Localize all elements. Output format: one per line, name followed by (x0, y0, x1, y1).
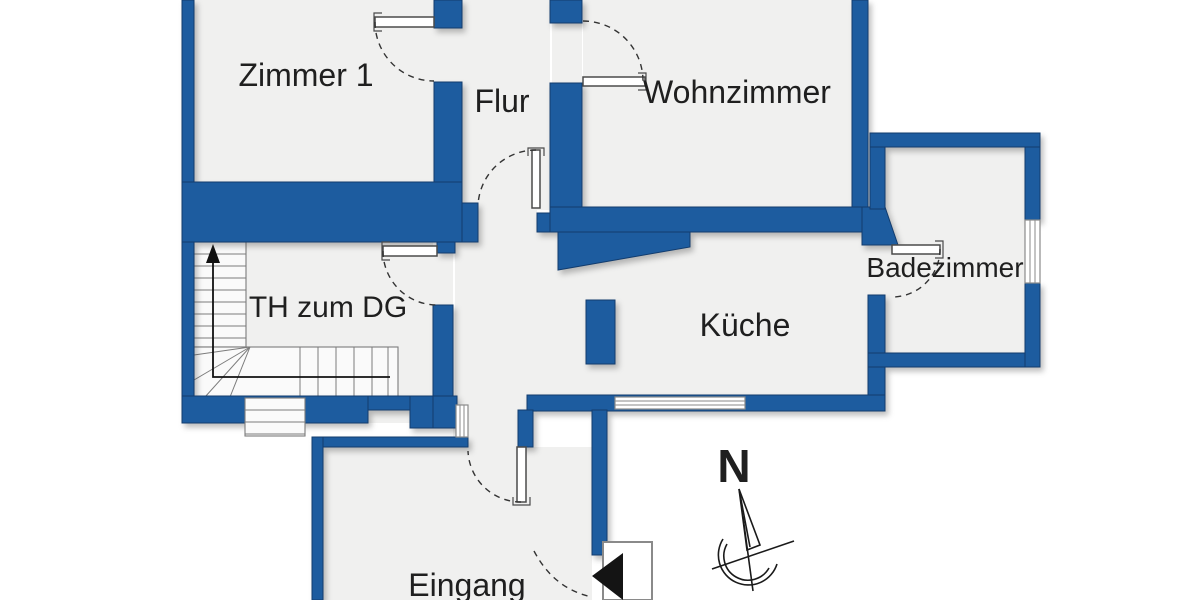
wall-bad-right-upper (1024, 146, 1041, 221)
floor-doorway-treppenhaus (433, 253, 453, 305)
wall-door-hinge-block (517, 409, 534, 448)
room-label-kueche: Küche (700, 307, 791, 343)
wall-eingang-right (591, 409, 608, 556)
entrance-arrow-icon (592, 553, 623, 600)
north-compass: N (711, 440, 795, 592)
wall-flur-wohnzimmer-stub (549, 0, 583, 24)
room-label-flur: Flur (474, 83, 529, 119)
door-swing-arcs (374, 20, 941, 598)
door-swing-eingang (467, 450, 522, 503)
window-kueche (614, 396, 746, 410)
door-leaf-zimmer1 (374, 16, 435, 28)
stair-sub-landing (244, 397, 306, 437)
room-label-badezimmer: Badezimmer (866, 252, 1023, 283)
windows (455, 219, 1041, 438)
wall-block-a (409, 395, 434, 429)
room-label-wohnzimmer: Wohnzimmer (643, 74, 831, 110)
wall-corridor-jamb (461, 202, 479, 243)
compass-outer-arc (717, 538, 778, 586)
wall-block-b (432, 395, 458, 429)
door-leaves (373, 12, 944, 506)
floor-doorway-wohnzimmer (552, 23, 582, 83)
wall-outer-left-upper (181, 0, 195, 183)
wall-band-zimmer1-th (181, 181, 463, 243)
door-leaf-wohnzimmer (582, 76, 646, 87)
stair-walk-line (212, 258, 390, 378)
door-swing-wohnzimmer (582, 20, 644, 82)
wall-outer-left-lower (181, 241, 195, 397)
wall-kueche-band-step (536, 212, 551, 233)
wall-bad-top (869, 132, 1041, 148)
room-label-eingang: Eingang (408, 567, 525, 600)
floor-doorway-zimmer1 (434, 28, 462, 82)
wall-bad-right-lower (1024, 282, 1041, 368)
door-swing-zimmer1 (374, 21, 435, 82)
floor-niche (368, 410, 410, 423)
wall-zimmer1-flur (433, 81, 463, 183)
wall-th-right (432, 304, 454, 397)
wall-kueche-top-band (549, 206, 871, 233)
door-swing-flur (477, 149, 537, 206)
wall-step-th-door (436, 241, 456, 254)
floor-zimmer1 (194, 0, 434, 182)
wall-kueche-wedge (557, 231, 691, 271)
staircase (193, 241, 399, 398)
wall-eingang-left (311, 436, 324, 600)
stair-winder-run (193, 346, 399, 398)
wall-eingang-top (311, 436, 469, 448)
window-badezimmer (1024, 219, 1041, 284)
room-label-zimmer1: Zimmer 1 (238, 57, 373, 93)
wall-bad-left-lower (867, 294, 886, 399)
wall-wohnzimmer-right (851, 0, 869, 208)
compass-north-label: N (717, 440, 750, 492)
wall-kueche-stub (585, 299, 616, 365)
stair-flight (193, 241, 247, 348)
door-leaf-treppenhaus (382, 245, 438, 257)
compass-inner-arc (723, 543, 770, 581)
wall-niche-top (367, 395, 411, 411)
wall-flur-wohnzimmer (549, 82, 583, 211)
door-leaf-flur (531, 149, 541, 209)
room-label-treppenhaus: TH zum DG (249, 291, 407, 324)
wall-bad-bottom (867, 352, 1041, 368)
entrance-marker (592, 541, 653, 600)
wall-zimmer1-flur-stub (433, 0, 463, 29)
window-eingang-side (455, 404, 469, 438)
room-labels: Zimmer 1 Flur Wohnzimmer Badezimmer Küch… (238, 57, 1023, 600)
door-swing-badezimmer (891, 248, 941, 298)
wall-bad-left-upper (869, 146, 886, 210)
floor-eingang (323, 447, 592, 600)
floor-wohnzimmer (583, 0, 852, 207)
stair-direction-arrow-icon (206, 244, 220, 263)
door-swing-entrance (533, 550, 593, 598)
door-leaf-eingang (516, 446, 527, 503)
